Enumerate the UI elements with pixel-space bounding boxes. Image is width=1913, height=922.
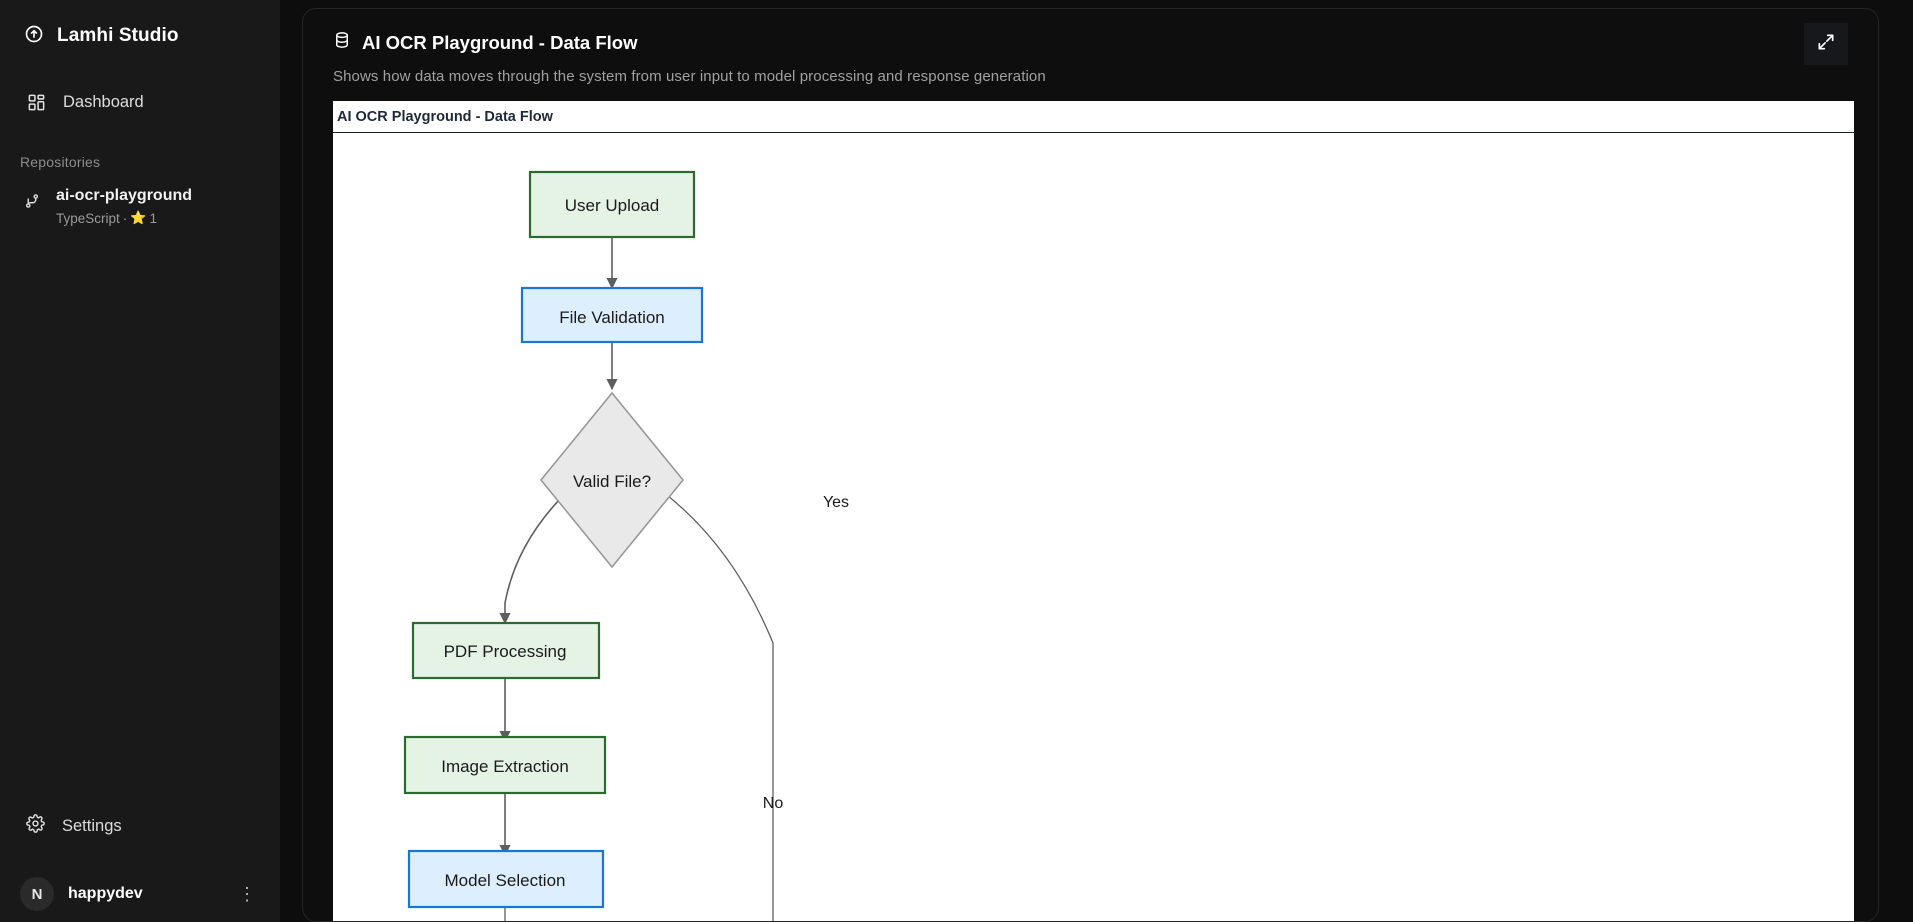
- git-branch-icon: [22, 192, 42, 210]
- sidebar-item-dashboard[interactable]: Dashboard: [0, 82, 280, 122]
- content-card: AI OCR Playground - Data Flow Shows how …: [302, 8, 1879, 922]
- edge-label-no: No: [763, 795, 784, 812]
- sidebar-item-ai-ocr-playground[interactable]: ai-ocr-playground TypeScript · ⭐ 1: [0, 186, 280, 226]
- database-icon: [333, 31, 351, 54]
- node-image-extraction[interactable]: Image Extraction: [403, 735, 607, 795]
- node-label-image-extraction: Image Extraction: [441, 757, 569, 776]
- gear-icon: [26, 814, 45, 838]
- diagram-panel-title: AI OCR Playground - Data Flow: [337, 108, 553, 125]
- node-valid-file-decision[interactable]: Valid File?: [539, 391, 685, 569]
- settings-label: Settings: [62, 816, 122, 835]
- star-icon: ⭐: [130, 210, 147, 225]
- brand-title: Lamhi Studio: [57, 25, 179, 46]
- arrow-up-circle-icon: [24, 24, 44, 49]
- user-account-row[interactable]: N happydev ⋮: [0, 866, 280, 922]
- diagram-panel: AI OCR Playground - Data Flow: [333, 101, 1854, 921]
- sidebar-item-settings[interactable]: Settings: [0, 806, 280, 846]
- page-subtitle: Shows how data moves through the system …: [333, 68, 1046, 85]
- node-user-upload[interactable]: User Upload: [528, 170, 696, 239]
- node-pdf-processing[interactable]: PDF Processing: [411, 621, 601, 680]
- avatar: N: [20, 877, 54, 911]
- repo-meta: TypeScript · ⭐ 1: [56, 210, 192, 226]
- node-label-model-selection: Model Selection: [445, 871, 566, 890]
- user-name: happydev: [68, 885, 143, 902]
- expand-diagonal-icon: [1816, 32, 1836, 57]
- main-content: AI OCR Playground - Data Flow Shows how …: [280, 0, 1913, 922]
- dashboard-grid-icon: [26, 93, 46, 112]
- user-menu-kebab-icon[interactable]: ⋮: [238, 884, 256, 904]
- node-label-file-validation: File Validation: [559, 308, 665, 327]
- edge-decision-no: [641, 476, 774, 921]
- node-label-user-upload: User Upload: [565, 196, 660, 215]
- edge-label-yes: Yes: [823, 494, 849, 511]
- repo-language: TypeScript: [56, 210, 120, 226]
- sidebar: Lamhi Studio Dashboard Repositories: [0, 0, 280, 922]
- page-title-text: AI OCR Playground - Data Flow: [362, 31, 638, 53]
- sidebar-footer: Settings N happydev ⋮: [0, 806, 280, 922]
- node-label-valid-file: Valid File?: [573, 472, 651, 491]
- node-label-pdf-processing: PDF Processing: [444, 642, 567, 661]
- page-title: AI OCR Playground - Data Flow: [333, 31, 1848, 54]
- sidebar-section-repositories: Repositories: [20, 154, 101, 170]
- repo-meta-separator: ·: [122, 210, 128, 226]
- node-model-selection[interactable]: Model Selection: [407, 849, 605, 909]
- brand[interactable]: Lamhi Studio: [0, 0, 280, 52]
- diagram-canvas[interactable]: User Upload File Validation Valid File? …: [333, 133, 1854, 921]
- node-file-validation[interactable]: File Validation: [520, 286, 704, 344]
- expand-diagram-button[interactable]: [1804, 23, 1848, 65]
- repo-star-count: 1: [149, 210, 157, 226]
- diagram-panel-header: AI OCR Playground - Data Flow: [333, 101, 1854, 133]
- sidebar-item-label: Dashboard: [63, 92, 144, 111]
- repo-name: ai-ocr-playground: [56, 187, 193, 204]
